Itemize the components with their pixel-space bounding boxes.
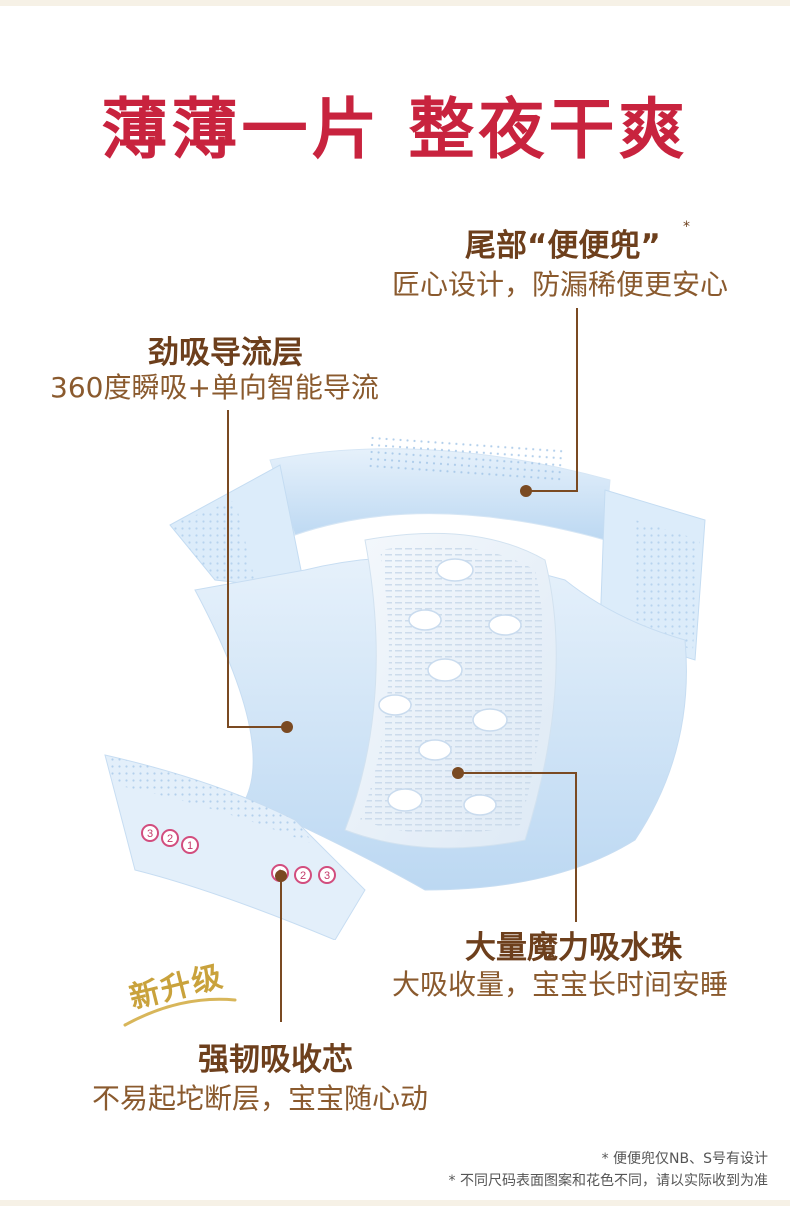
- feature-beads-title: 大量魔力吸水珠: [465, 930, 682, 966]
- dot-guide-layer: [281, 721, 293, 733]
- dot-tail-pocket: [520, 485, 532, 497]
- leader-tail-pocket-horizontal: [530, 490, 578, 492]
- diaper-illustration: 3 2 1 1 2 3: [104, 433, 706, 940]
- leader-core-vertical: [280, 876, 282, 1022]
- size-markers: 3 2 1 1 2 3: [141, 824, 336, 884]
- dot-core: [275, 870, 287, 882]
- feature-tail-pocket-mark: *: [683, 219, 690, 235]
- feature-tail-pocket-title: 尾部“便便兜”: [465, 228, 661, 264]
- feature-beads-desc: 大吸收量，宝宝长时间安睡: [392, 968, 729, 1001]
- bottom-border-strip: [0, 1200, 790, 1206]
- size-mark-3: 1: [187, 840, 193, 852]
- feature-core-title: 强韧吸收芯: [198, 1042, 353, 1078]
- leader-beads-horizontal: [460, 772, 576, 774]
- feature-tail-pocket-desc: 匠心设计，防漏稀便更安心: [392, 268, 729, 301]
- dot-beads: [452, 767, 464, 779]
- size-mark-5: 2: [300, 870, 306, 882]
- feature-core-desc: 不易起坨断层，宝宝随心动: [92, 1082, 429, 1115]
- size-mark-2: 2: [167, 833, 173, 845]
- pad-cloud-pattern: [378, 558, 522, 816]
- leader-beads-vertical: [575, 772, 577, 922]
- footnote-pattern-variance: * 不同尺码表面图案和花色不同，请以实际收到为准: [448, 1173, 768, 1189]
- feature-guide-layer-desc: 360度瞬吸+单向智能导流: [50, 371, 379, 404]
- leader-tail-pocket-vertical: [576, 308, 578, 492]
- headline: 薄薄一片 整夜干爽: [101, 91, 689, 168]
- size-mark-6: 3: [324, 870, 330, 882]
- feature-guide-layer-title: 劲吸导流层: [148, 335, 303, 371]
- size-mark-1: 3: [147, 828, 153, 840]
- upgrade-badge-swoosh: [123, 997, 237, 1027]
- footnote-pocket-sizes: * 便便兜仅NB、S号有设计: [601, 1151, 768, 1167]
- tail-pocket-panel: [368, 433, 566, 482]
- leader-guide-layer-horizontal: [227, 726, 285, 728]
- leader-guide-layer-vertical: [227, 410, 229, 728]
- top-border-strip: [0, 0, 790, 6]
